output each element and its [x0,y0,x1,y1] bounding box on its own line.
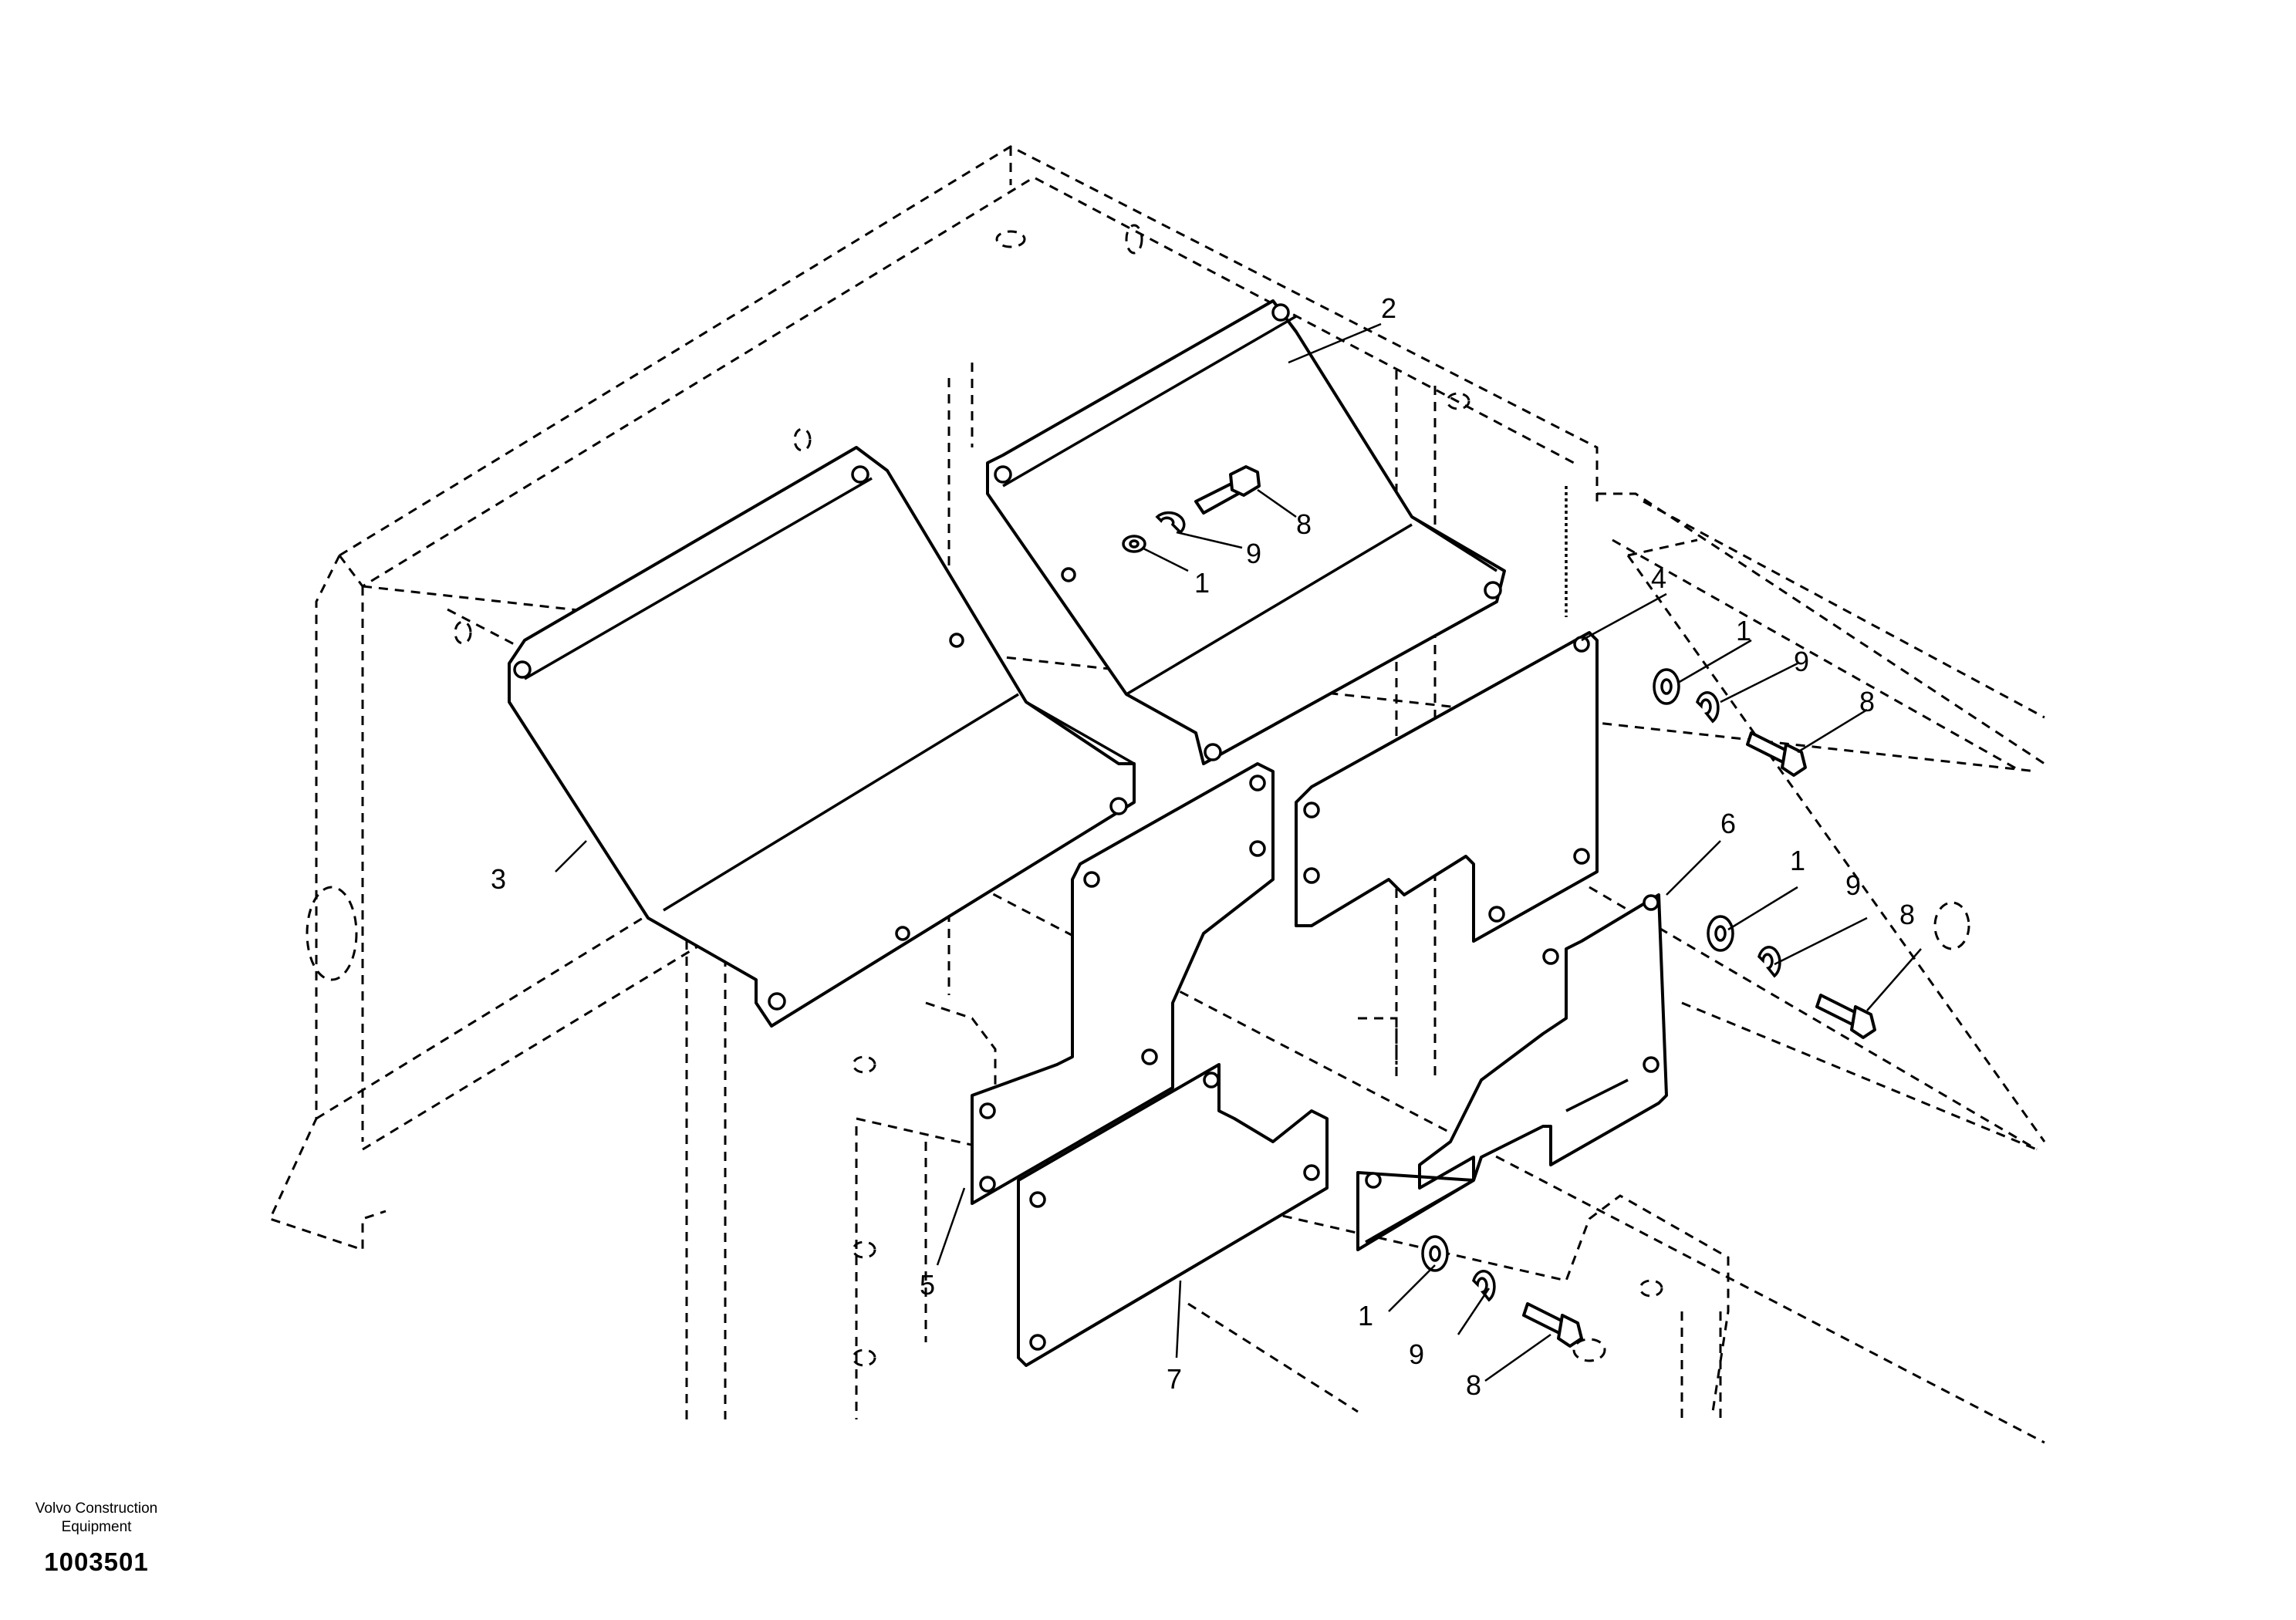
fastener-group-right-2 [1707,915,1876,1039]
callout-5: 5 [920,1269,935,1301]
callout-labels: 2 8 9 1 4 1 9 8 3 6 1 9 8 5 7 1 9 8 [491,292,1915,1401]
callout-1-right-2: 1 [1790,845,1805,876]
fastener-group-bottom [1421,1235,1583,1348]
bracket-part-2 [949,299,1506,765]
callout-8-upper: 8 [1296,508,1312,540]
fastener-group-upper [1122,465,1261,553]
plate-part-6 [1356,893,1668,1251]
callout-4: 4 [1651,562,1666,594]
callout-3: 3 [491,863,506,895]
callout-1-upper: 1 [1194,567,1210,599]
callout-2: 2 [1381,292,1396,324]
drawing-number: 1003501 [44,1547,149,1576]
callout-8-right-2: 8 [1899,899,1915,930]
footer-block: Volvo Construction Equipment 1003501 [31,1500,162,1577]
plate-part-4 [1295,631,1599,943]
callout-9-right-1: 9 [1794,646,1809,677]
plate-part-7 [1017,1063,1329,1367]
callout-9-bottom: 9 [1409,1338,1424,1370]
bracket-part-3 [508,446,1136,1028]
callout-leaders [555,322,1922,1382]
plate-part-5 [971,762,1275,1205]
publisher-name: Volvo Construction Equipment [35,1500,158,1535]
fastener-group-right-1 [1653,668,1807,777]
callout-8-bottom: 8 [1466,1369,1481,1401]
callout-6: 6 [1720,808,1736,839]
callout-9-upper: 9 [1246,538,1261,569]
callout-8-right-1: 8 [1859,686,1875,717]
callout-1-bottom: 1 [1358,1300,1373,1331]
callout-9-right-2: 9 [1845,869,1861,901]
callout-7: 7 [1167,1363,1182,1395]
callout-1-right-1: 1 [1736,615,1751,646]
